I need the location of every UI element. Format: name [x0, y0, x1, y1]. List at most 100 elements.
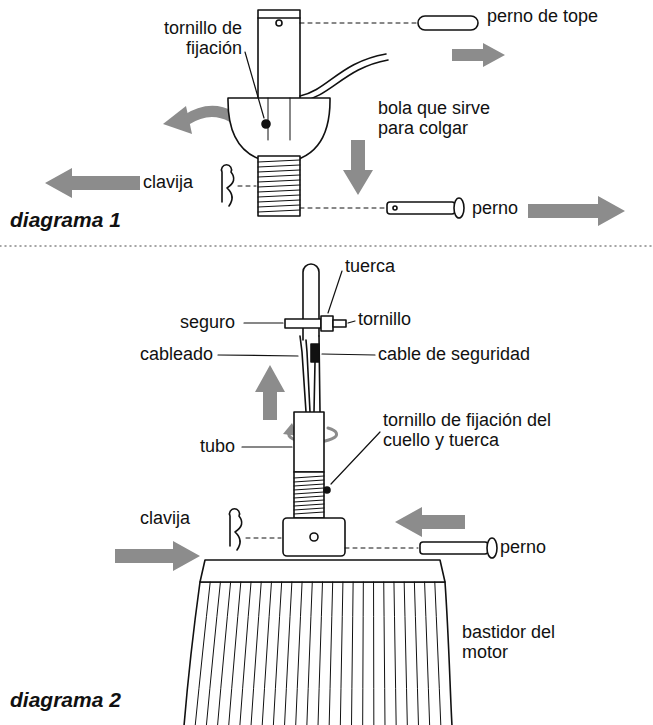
- setscrew-leader: [245, 52, 264, 118]
- motor-housing: [184, 582, 452, 725]
- motor-housing: [362, 582, 364, 725]
- motor-housing: [200, 560, 445, 582]
- collar: [310, 533, 318, 541]
- threaded-end: [258, 200, 300, 202]
- downrod: [324, 487, 330, 493]
- hanger-ball: [262, 120, 270, 128]
- motor-housing: [195, 582, 441, 725]
- wiring: [306, 340, 310, 412]
- downrod: [294, 508, 324, 510]
- downrod: [294, 496, 324, 498]
- collar: [283, 518, 345, 556]
- threaded-end: [258, 175, 300, 177]
- downrod: [294, 484, 324, 486]
- separator: [0, 245, 653, 247]
- part-label: bola que sirve para colgar: [378, 98, 528, 138]
- hitch-pin: [222, 165, 234, 206]
- motor-housing: [285, 582, 292, 725]
- motor-housing: [240, 582, 251, 725]
- direction-arrow: [255, 365, 285, 420]
- hitch-pin: [246, 538, 281, 539]
- downrod: [294, 492, 324, 494]
- downrod: [294, 472, 324, 518]
- motor-housing: [273, 582, 281, 725]
- stop-pin: [300, 16, 478, 30]
- part-label: seguro: [180, 312, 235, 332]
- motor-housing: [296, 582, 302, 725]
- hanger-ball: [268, 98, 290, 140]
- downrod: [294, 504, 324, 506]
- collar: [283, 518, 345, 556]
- part-label: tornillo de fijación del cuello y tuerca: [383, 410, 563, 450]
- part-label: clavija: [140, 508, 190, 528]
- downrod: [294, 500, 324, 502]
- part-label: tuerca: [345, 256, 395, 276]
- motor-housing: [329, 582, 333, 725]
- threaded-end: [258, 160, 300, 162]
- bolt: [300, 198, 464, 218]
- direction-arrow: [45, 43, 625, 571]
- threaded-end: [258, 170, 300, 172]
- leader-line: [348, 321, 355, 323]
- part-label: tubo: [200, 436, 235, 456]
- safety-clip: [285, 316, 346, 331]
- motor-housing: [394, 582, 396, 725]
- motor-housing: [373, 582, 374, 725]
- wiring: [300, 336, 319, 412]
- hanger-ball: [228, 98, 330, 163]
- downrod: [294, 512, 324, 514]
- safety-clip: [321, 316, 333, 331]
- motor-housing: [435, 582, 441, 725]
- threaded-end: [258, 160, 300, 212]
- motor-housing: [425, 582, 430, 725]
- downrod: [294, 412, 330, 518]
- leader-line: [218, 355, 298, 356]
- motor-housing: [262, 582, 271, 725]
- downrod: [294, 488, 324, 490]
- diagram-heading: diagrama 2: [10, 688, 121, 712]
- bolt: [300, 208, 385, 209]
- direction-arrow: [343, 140, 373, 195]
- motor-housing: [307, 582, 312, 725]
- part-label: cableado: [140, 344, 213, 364]
- bolt: [454, 198, 464, 218]
- downrod: [294, 476, 324, 514]
- downrod: [294, 476, 324, 478]
- bolt: [487, 538, 497, 558]
- part-label: perno: [500, 537, 546, 557]
- part-label: tornillo de fijación: [150, 18, 242, 58]
- hitch-pin: [238, 186, 256, 187]
- upper-pipe: [258, 10, 300, 110]
- stop-pin: [300, 23, 416, 24]
- wire: [300, 54, 386, 96]
- downrod: [294, 412, 324, 472]
- safety-cable: [303, 264, 320, 412]
- motor-housing: [218, 582, 231, 725]
- leader-line: [331, 432, 380, 484]
- direction-arrow: [528, 196, 625, 226]
- wiring: [314, 362, 315, 412]
- motor-housing: [251, 582, 261, 725]
- bolt: [393, 206, 397, 210]
- direction-arrow: [395, 507, 465, 537]
- upper-pipe: [258, 17, 300, 19]
- leader-line: [218, 271, 380, 484]
- wiring: [311, 344, 319, 362]
- part-label: cable de seguridad: [378, 344, 530, 364]
- threaded-end: [258, 205, 300, 207]
- motor-housing: [384, 582, 385, 725]
- threaded-end: [258, 156, 300, 216]
- threaded-end: [258, 180, 300, 182]
- part-label: bastidor del motor: [462, 622, 562, 662]
- bolt: [345, 548, 418, 549]
- leader-line: [328, 271, 342, 313]
- stop-pin: [418, 16, 478, 30]
- motor-housing: [414, 582, 418, 725]
- threaded-end: [258, 190, 300, 192]
- direction-arrow: [452, 43, 505, 67]
- rotation-arrow: [186, 111, 337, 442]
- upper-pipe: [276, 20, 282, 26]
- bolt: [420, 542, 488, 554]
- leader-line: [244, 322, 283, 323]
